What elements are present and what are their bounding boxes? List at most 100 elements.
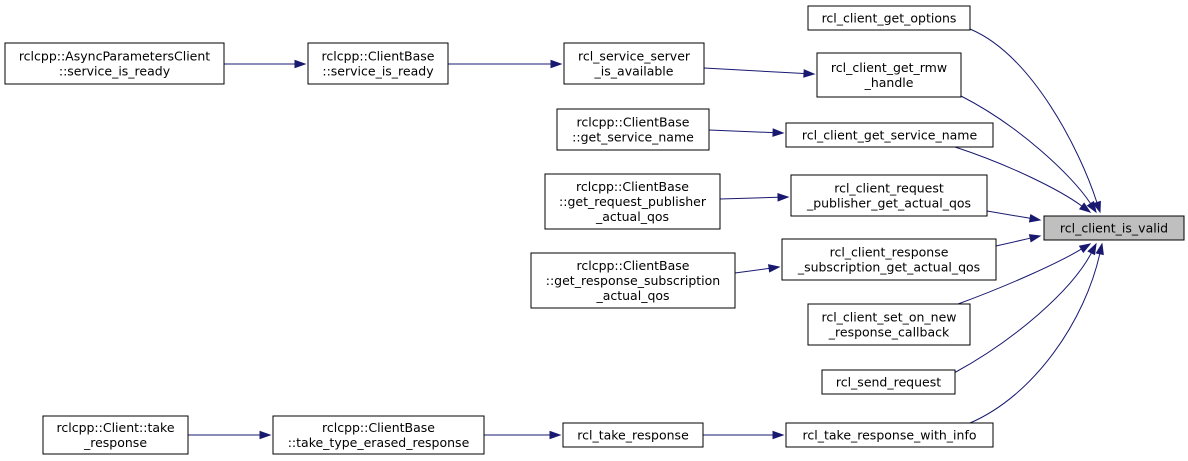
node-resp-sub-qos[interactable]: rcl_client_response_subscription_get_act…	[781, 238, 997, 281]
node-label: ::get_request_publisher	[559, 194, 707, 209]
arrowhead	[1092, 200, 1101, 214]
node-box	[785, 122, 994, 148]
node-get-svc-name[interactable]: rcl_client_get_service_name	[785, 122, 994, 148]
edge-get_svc_name-to-is_valid	[954, 146, 1092, 213]
node-cb-take-erased[interactable]: rclcpp::ClientBase::take_type_erased_res…	[272, 415, 485, 455]
node-label: ::get_response_subscription	[546, 273, 720, 288]
node-box	[562, 422, 704, 448]
arrowhead	[803, 69, 816, 78]
node-label: rclcpp::AsyncParametersClient	[19, 49, 210, 64]
edge-cb_take_erased-to-take_resp	[484, 430, 562, 440]
node-box	[807, 303, 971, 346]
node-label: rclcpp::ClientBase	[576, 115, 689, 130]
node-box	[790, 174, 988, 217]
node-take-info[interactable]: rcl_take_response_with_info	[785, 422, 994, 448]
node-label: rclcpp::ClientBase	[576, 179, 689, 194]
edge-get_rmw-to-is_valid	[960, 95, 1097, 214]
node-cb-ready[interactable]: rclcpp::ClientBase::service_is_ready	[307, 42, 449, 85]
node-label: rcl_client_get_rmw	[831, 60, 947, 75]
node-label: rcl_client_request	[834, 181, 944, 196]
node-label: ::service_is_ready	[322, 64, 434, 79]
node-label: _response	[83, 435, 147, 450]
node-label: _response_callback	[828, 325, 950, 340]
edge-take_resp-to-take_info	[703, 430, 785, 440]
node-label: rcl_send_request	[836, 375, 941, 390]
node-label: rcl_take_response	[577, 428, 689, 443]
node-box	[307, 42, 449, 85]
edge-line	[734, 267, 770, 274]
arrowhead	[768, 264, 781, 273]
node-label: _actual_qos	[595, 288, 669, 303]
node-label: rcl_client_get_options	[822, 11, 957, 26]
edge-resp_sub_qos-to-is_valid	[995, 234, 1042, 247]
node-box	[4, 42, 225, 85]
node-box	[781, 238, 997, 281]
arrowhead	[1078, 202, 1092, 213]
node-box	[816, 52, 962, 98]
arrowhead	[549, 430, 562, 440]
arrowhead	[1087, 242, 1097, 256]
node-get-options[interactable]: rcl_client_get_options	[807, 5, 971, 31]
node-async-ready[interactable]: rclcpp::AsyncParametersClient::service_i…	[4, 42, 225, 85]
edge-line	[708, 129, 774, 134]
node-take-resp[interactable]: rcl_take_response	[562, 422, 704, 448]
edge-set_cb-to-is_valid	[957, 243, 1092, 305]
edge-cb_resp_qos-to-resp_sub_qos	[734, 264, 781, 274]
edge-req_pub_qos-to-is_valid	[986, 210, 1042, 223]
edge-line	[719, 196, 779, 200]
edge-send_req-to-is_valid	[953, 242, 1097, 374]
edge-async_ready-to-cb_ready	[224, 59, 307, 69]
node-label: rcl_client_is_valid	[1060, 221, 1168, 236]
edge-line	[957, 248, 1082, 305]
edge-line	[986, 210, 1031, 219]
node-box	[807, 5, 971, 31]
node-req-pub-qos[interactable]: rcl_client_request_publisher_get_actual_…	[790, 174, 988, 217]
edge-line	[953, 252, 1092, 374]
edge-svc_avail-to-get_rmw	[703, 67, 816, 78]
arrowhead	[1028, 214, 1042, 223]
node-label: rcl_take_response_with_info	[803, 428, 977, 443]
node-client-take[interactable]: rclcpp::Client::take_response	[42, 415, 189, 455]
edge-cb_ready-to-svc_avail	[448, 59, 563, 69]
node-get-rmw[interactable]: rcl_client_get_rmw_handle	[816, 52, 962, 98]
node-label: _publisher_get_actual_qos	[806, 196, 971, 211]
node-box	[556, 108, 710, 151]
edge-line	[954, 146, 1083, 207]
nodes-layer: rcl_client_is_valid rcl_client_get_option…	[4, 5, 1185, 455]
edge-cb_get_name-to-get_svc_name	[708, 128, 785, 137]
edges-layer	[188, 28, 1104, 440]
node-box	[544, 173, 721, 230]
arrowhead	[1028, 234, 1042, 243]
node-label: rcl_client_response	[830, 245, 949, 260]
node-send-req[interactable]: rcl_send_request	[821, 369, 956, 395]
node-label: rclcpp::Client::take	[56, 420, 174, 435]
node-label: _subscription_get_actual_qos	[797, 260, 980, 275]
node-label: rclcpp::ClientBase	[322, 420, 435, 435]
node-is-valid[interactable]: rcl_client_is_valid	[1043, 215, 1185, 241]
arrowhead	[1095, 242, 1104, 256]
node-label: rcl_client_set_on_new	[821, 310, 956, 325]
node-set-cb[interactable]: rcl_client_set_on_new_response_callback	[807, 303, 971, 346]
node-svc-avail[interactable]: rcl_service_server_is_available	[563, 42, 705, 85]
node-label: rclcpp::ClientBase	[576, 258, 689, 273]
node-label: ::take_type_erased_response	[288, 435, 470, 450]
edge-line	[960, 95, 1092, 204]
node-box	[821, 369, 956, 395]
edge-line	[969, 253, 1101, 424]
edge-line	[703, 67, 805, 74]
node-box	[785, 422, 994, 448]
edge-line	[969, 28, 1098, 203]
node-cb-req-qos[interactable]: rclcpp::ClientBase::get_request_publishe…	[544, 173, 721, 230]
edge-take_info-to-is_valid	[969, 242, 1104, 424]
node-label: _is_available	[594, 64, 674, 79]
node-cb-resp-qos[interactable]: rclcpp::ClientBase::get_response_subscri…	[530, 252, 736, 309]
node-label: _handle	[864, 75, 914, 90]
node-box	[530, 252, 736, 309]
arrowhead	[772, 128, 785, 137]
node-label: ::service_is_ready	[59, 64, 171, 79]
node-label: rcl_client_get_service_name	[802, 128, 978, 143]
edge-line	[995, 237, 1031, 247]
node-cb-get-name[interactable]: rclcpp::ClientBase::get_service_name	[556, 108, 710, 151]
arrowhead	[1078, 243, 1092, 254]
node-box	[563, 42, 705, 85]
